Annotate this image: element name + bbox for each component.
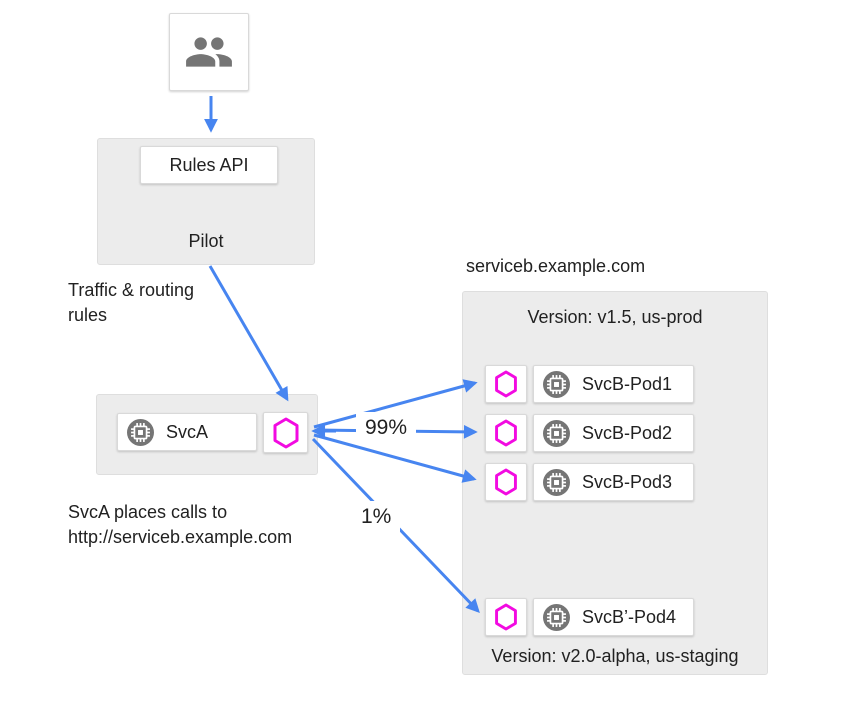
pod2-label: SvcB-Pod2	[582, 422, 673, 443]
people-icon	[184, 27, 234, 77]
pod4-proxy-box	[485, 598, 527, 636]
svca-panel: SvcA	[96, 394, 318, 475]
svca-label: SvcA	[166, 421, 209, 442]
svca-proxy-box	[263, 412, 308, 453]
traffic-rules-note-line2: rules	[68, 305, 108, 325]
pod4-label: SvcB’-Pod4	[582, 606, 677, 627]
svca-box: SvcA	[117, 413, 257, 451]
pod4-box: SvcB’-Pod4	[533, 598, 694, 636]
hexagon-proxy-icon	[494, 419, 518, 447]
weight-major-label: 99%	[356, 412, 417, 444]
svca-calls-note: SvcA places calls to http://serviceb.exa…	[68, 500, 292, 550]
users-box	[169, 13, 249, 91]
serviceb-title: serviceb.example.com	[466, 256, 646, 276]
chip-icon	[543, 370, 570, 398]
chip-icon	[127, 418, 154, 446]
hexagon-proxy-icon	[494, 603, 518, 631]
chip-icon	[543, 603, 570, 631]
arrow-pilot-to-svca-proxy	[208, 265, 289, 402]
chip-icon	[543, 468, 570, 496]
staging-version-label: Version: v2.0-alpha, us-staging	[491, 646, 739, 666]
pod3-box: SvcB-Pod3	[533, 463, 694, 501]
svca-calls-note-line1: SvcA places calls to	[68, 502, 228, 522]
hexagon-proxy-icon	[494, 370, 518, 398]
pod1-proxy-box	[485, 365, 527, 403]
pilot-label: Pilot	[188, 231, 224, 251]
pod2-proxy-box	[485, 414, 527, 452]
hexagon-proxy-icon	[494, 468, 518, 496]
serviceb-panel: Version: v1.5, us-prod SvcB-Pod1	[462, 291, 768, 675]
rules-api-label: Rules API	[169, 154, 249, 175]
pod1-label: SvcB-Pod1	[582, 373, 673, 394]
svca-calls-note-line2: http://serviceb.example.com	[68, 527, 293, 547]
pilot-panel: Rules API Pilot	[97, 138, 315, 265]
pod3-proxy-box	[485, 463, 527, 501]
traffic-rules-note-line1: Traffic & routing	[68, 280, 195, 300]
pod3-label: SvcB-Pod3	[582, 471, 673, 492]
pod2-box: SvcB-Pod2	[533, 414, 694, 452]
chip-icon	[543, 419, 570, 447]
traffic-rules-note: Traffic & routing rules	[68, 278, 194, 328]
pod1-box: SvcB-Pod1	[533, 365, 694, 403]
prod-version-label: Version: v1.5, us-prod	[527, 307, 703, 327]
hexagon-proxy-icon	[272, 417, 300, 449]
rules-api-box: Rules API	[140, 146, 278, 184]
weight-minor-label: 1%	[352, 501, 401, 533]
